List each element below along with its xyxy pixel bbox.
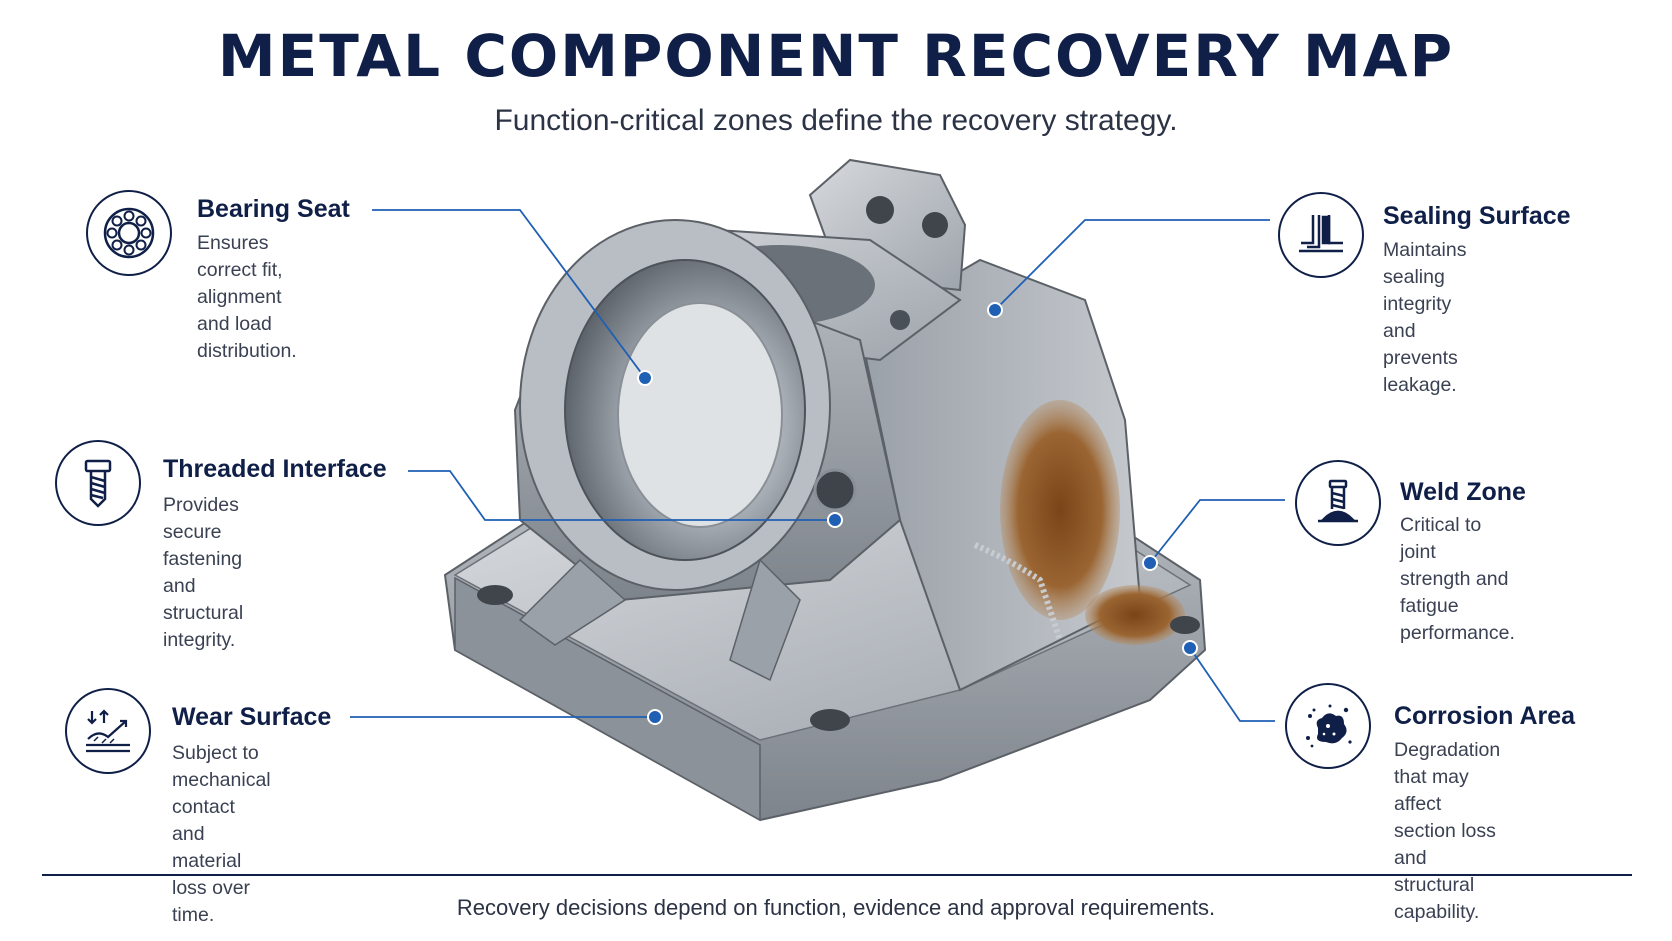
bolt-icon — [55, 440, 141, 526]
footer-divider — [42, 874, 1632, 876]
callout-description: Degradation that may affect section loss… — [1394, 737, 1500, 926]
description-line: contact and material — [172, 796, 242, 872]
description-line: loss over time. — [172, 877, 251, 926]
component-body — [443, 158, 1207, 822]
weld-icon — [1295, 460, 1381, 546]
description-line: fastening and structural — [163, 548, 244, 624]
description-line: Provides secure — [163, 494, 239, 543]
page-title: METAL COMPONENT RECOVERY MAP — [217, 22, 1455, 90]
description-line: distribution. — [197, 340, 297, 362]
leader-threaded-interface — [408, 470, 835, 521]
wear-icon — [65, 688, 151, 774]
page-subtitle: Function-critical zones define the recov… — [494, 104, 1178, 137]
callout-description: Provides secure fastening and structural… — [163, 492, 243, 654]
callout-description: Subject to mechanical contact and materi… — [172, 740, 271, 929]
description-line: Ensures correct fit, — [197, 232, 283, 281]
callout-title: Bearing Seat — [197, 195, 350, 223]
bearing-icon — [86, 190, 172, 276]
callout-title: Corrosion Area — [1394, 702, 1576, 730]
description-line: performance. — [1400, 622, 1515, 644]
description-line: Degradation that may — [1394, 739, 1501, 788]
description-line: leakage. — [1383, 374, 1457, 396]
callout-title: Threaded Interface — [163, 455, 387, 483]
description-line: structural capability. — [1394, 874, 1480, 923]
marker-sealing-surface — [987, 302, 1003, 318]
leader-bearing-seat — [372, 209, 646, 379]
description-line: alignment and load — [197, 286, 282, 335]
leader-corrosion-area — [1189, 647, 1275, 722]
callout-title: Weld Zone — [1400, 478, 1526, 506]
description-line: affect section loss and — [1394, 793, 1496, 869]
footer-note: Recovery decisions depend on function, e… — [456, 895, 1216, 920]
description-line: Maintains sealing — [1383, 239, 1467, 288]
callout-description: Maintains sealing integrity and prevents… — [1383, 237, 1466, 399]
description-line: integrity. — [163, 629, 236, 651]
callout-title: Sealing Surface — [1383, 202, 1571, 230]
description-line: integrity and prevents — [1383, 293, 1458, 369]
marker-corrosion-area — [1182, 640, 1198, 656]
description-line: strength and fatigue — [1400, 568, 1509, 617]
marker-weld-zone — [1142, 555, 1158, 571]
corrosion-icon — [1285, 683, 1371, 769]
callout-title: Wear Surface — [172, 703, 332, 731]
marker-threaded-interface — [827, 512, 843, 528]
leader-sealing-surface — [994, 219, 1270, 311]
seal-icon — [1278, 192, 1364, 278]
leader-weld-zone — [1149, 499, 1285, 564]
callout-description: Ensures correct fit, alignment and load … — [197, 230, 297, 365]
description-line: Subject to mechanical — [172, 742, 271, 791]
callout-description: Critical to joint strength and fatigue p… — [1400, 512, 1515, 647]
description-line: Critical to joint — [1400, 514, 1482, 563]
marker-wear-surface — [647, 709, 663, 725]
marker-bearing-seat — [637, 370, 653, 386]
